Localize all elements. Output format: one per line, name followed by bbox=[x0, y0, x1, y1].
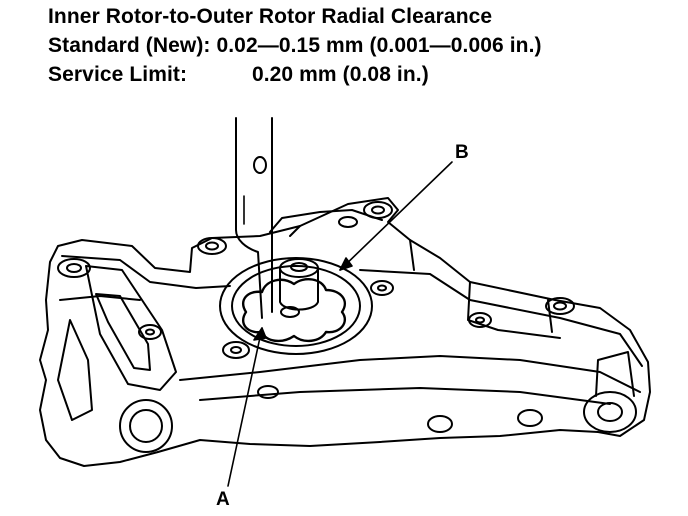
spec-standard-row: Standard (New): 0.02—0.15 mm (0.001—0.00… bbox=[48, 31, 542, 60]
standard-value: 0.02—0.15 mm (0.001—0.006 in.) bbox=[216, 34, 542, 57]
spec-title: Inner Rotor-to-Outer Rotor Radial Cleara… bbox=[48, 5, 493, 28]
spec-block: Inner Rotor-to-Outer Rotor Radial Cleara… bbox=[48, 2, 542, 89]
leader-a bbox=[227, 327, 263, 487]
leader-b bbox=[339, 161, 453, 271]
bolt-holes bbox=[57, 201, 575, 453]
spec-service-row: Service Limit: 0.20 mm (0.08 in.) bbox=[48, 60, 542, 89]
rotor-shaft bbox=[279, 258, 319, 311]
right-boss bbox=[583, 351, 637, 433]
service-limit-label: Service Limit: bbox=[48, 63, 188, 86]
callout-a-label: A bbox=[216, 489, 230, 510]
feeler-gauge bbox=[235, 117, 273, 319]
callout-b-label: B bbox=[455, 142, 469, 163]
service-limit-value: 0.20 mm (0.08 in.) bbox=[251, 63, 429, 86]
callout-leaders bbox=[227, 161, 453, 487]
outer-rotor bbox=[219, 257, 373, 355]
left-arm bbox=[57, 265, 177, 421]
standard-label: Standard (New): bbox=[48, 34, 211, 57]
inner-rotor bbox=[241, 278, 347, 343]
